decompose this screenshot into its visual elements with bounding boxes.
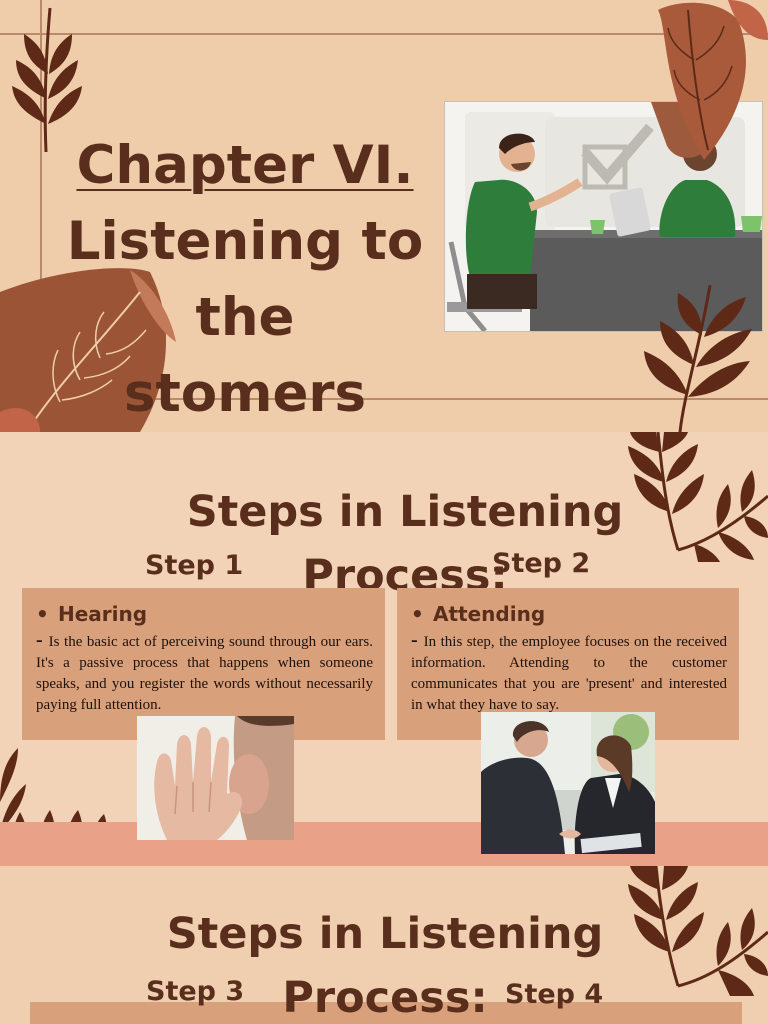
- step3-label: Step 3: [146, 976, 245, 1007]
- steps-heading-line1: Steps in Listening: [186, 487, 624, 537]
- frame-line-top: [0, 33, 768, 35]
- slide-chapter-title: Chapter VI. Listening to the stomers: [0, 0, 768, 432]
- steps-heading-2-line1: Steps in Listening: [166, 909, 604, 959]
- step1-description: -Is the basic act of perceiving sound th…: [36, 629, 373, 714]
- chapter-title-line4: stomers: [123, 363, 367, 424]
- chapter-title-line1: Chapter VI.: [76, 135, 414, 196]
- chapter-title-line2: Listening to: [66, 211, 424, 272]
- autumn-leaf-icon: [658, 0, 768, 161]
- step1-description-text: Is the basic act of perceiving sound thr…: [36, 634, 373, 713]
- handshake-photo-icon: [481, 712, 655, 854]
- step3-card-top: [30, 1002, 742, 1024]
- leaf-branch-icon: [628, 432, 768, 562]
- step2-card: •Attending -In this step, the employee f…: [397, 588, 739, 740]
- step1-bullet: •Hearing: [36, 602, 148, 626]
- rust-leaf-icon: [0, 268, 176, 432]
- steps-heading-2-line2: Process:: [282, 973, 488, 1023]
- step2-description: -In this step, the employee focuses on t…: [411, 629, 727, 714]
- leaf-branch-icon: [12, 7, 82, 153]
- frame-line-bottom: [0, 398, 768, 400]
- step2-description-text: In this step, the employee focuses on th…: [411, 634, 727, 713]
- step1-label: Step 1: [145, 550, 244, 581]
- step2-label: Step 2: [492, 548, 591, 579]
- slide-steps-3-4: Steps in Listening Process: Step 3 Step …: [0, 866, 768, 1024]
- leaf-branch-icon: [628, 866, 768, 996]
- chapter-title: Chapter VI. Listening to the stomers: [40, 128, 450, 432]
- chapter-title-line3: the: [195, 287, 295, 348]
- leaf-branch-icon: [644, 285, 752, 432]
- step1-bullet-text: Hearing: [58, 602, 148, 626]
- slide-steps-1-2: Steps in Listening Process: Step 1 Step …: [0, 432, 768, 866]
- step2-bullet-text: Attending: [433, 602, 546, 626]
- frame-line-left: [40, 0, 42, 432]
- ear-hand-photo-icon: [137, 716, 294, 840]
- steps-heading-2: Steps in Listening Process:: [80, 902, 690, 1024]
- step2-bullet: •Attending: [411, 602, 546, 626]
- step1-card: •Hearing -Is the basic act of perceiving…: [22, 588, 385, 740]
- step4-label: Step 4: [505, 979, 604, 1010]
